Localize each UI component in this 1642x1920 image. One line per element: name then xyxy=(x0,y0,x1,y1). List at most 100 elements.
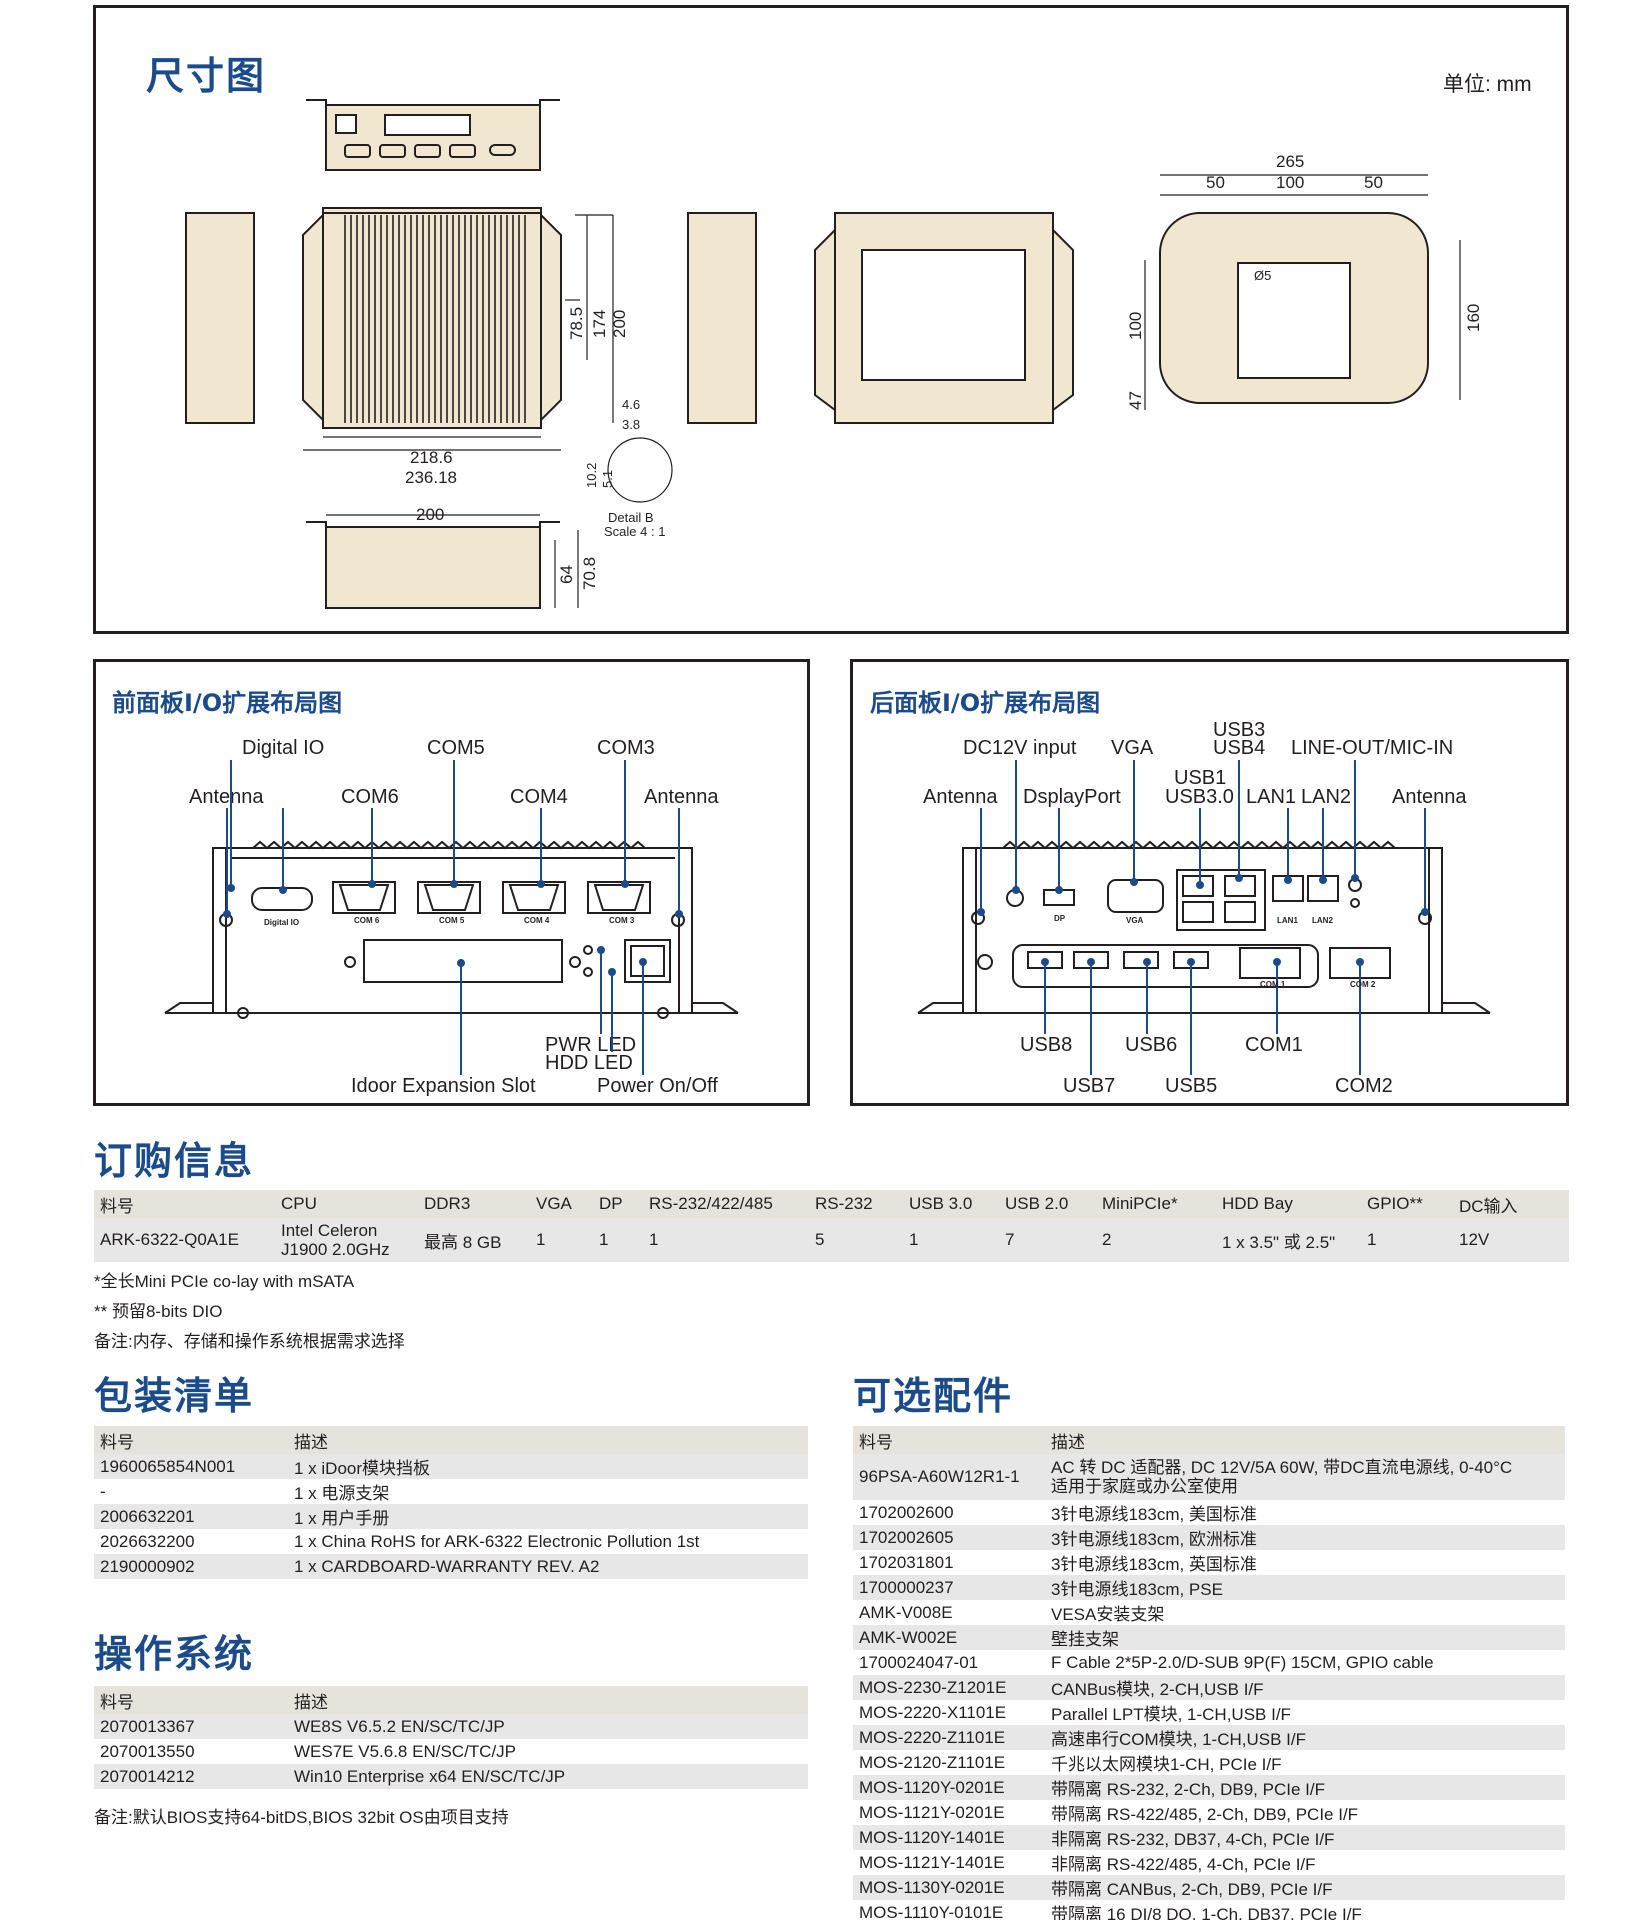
port-caption-lan1: LAN1 xyxy=(1277,916,1298,925)
packing-col-desc: 描述 xyxy=(288,1426,808,1454)
acc-part: MOS-1130Y-0201E xyxy=(853,1875,1045,1900)
acc-desc: 千兆以太网模块1-CH, PCIe I/F xyxy=(1045,1750,1565,1775)
col-hdd-bay: HDD Bay xyxy=(1216,1190,1361,1218)
acc-desc: 带隔离 CANBus, 2-Ch, DB9, PCIe I/F xyxy=(1045,1875,1565,1900)
port-caption-digital-io: Digital IO xyxy=(264,918,300,927)
port-caption-com5: COM 5 xyxy=(439,916,465,925)
cell-ddr3: 最高 8 GB xyxy=(424,1232,502,1252)
col-usb30: USB 3.0 xyxy=(903,1190,999,1218)
acc-part: MOS-2230-Z1201E xyxy=(853,1675,1045,1700)
os-desc: Win10 Enterprise x64 EN/SC/TC/JP xyxy=(288,1764,808,1789)
ordering-note-2: ** 预留8-bits DIO xyxy=(94,1302,223,1321)
os-desc: WES7E V5.6.8 EN/SC/TC/JP xyxy=(288,1739,808,1764)
packing-title: 包装清单 xyxy=(94,1374,255,1418)
packing-desc: 1 x CARDBOARD-WARRANTY REV. A2 xyxy=(288,1554,808,1579)
port-caption-dp: DP xyxy=(1054,914,1066,923)
rear-panel-drawing xyxy=(917,760,1491,1075)
dimension-drawings xyxy=(185,99,1461,609)
label-antenna-left: Antenna xyxy=(189,786,264,808)
label-usb7: USB7 xyxy=(1063,1075,1116,1097)
col-rs232: RS-232 xyxy=(809,1190,903,1218)
table-row: 96PSA-A60W12R1-1 AC 转 DC 适配器, DC 12V/5A … xyxy=(853,1454,1565,1500)
os-desc: WE8S V6.5.2 EN/SC/TC/JP xyxy=(288,1714,808,1739)
cell-minipcie: 2 xyxy=(1102,1230,1112,1249)
dim-4-6: 4.6 xyxy=(622,397,641,412)
label-com1: COM1 xyxy=(1245,1034,1303,1056)
cell-dp: 1 xyxy=(599,1230,609,1249)
acc-part: MOS-1120Y-0201E xyxy=(853,1775,1045,1800)
label-com5: COM5 xyxy=(427,737,485,759)
acc-part: AMK-W002E xyxy=(853,1625,1045,1650)
acc-desc: 非隔离 RS-422/485, 4-Ch, PCIe I/F xyxy=(1045,1850,1565,1875)
port-caption-vga: VGA xyxy=(1126,916,1144,925)
label-usb4: USB4 xyxy=(1213,737,1266,759)
dim-265: 265 xyxy=(1276,152,1305,171)
label-dc12v: DC12V input xyxy=(963,737,1077,759)
unit-label: 单位: mm xyxy=(1443,73,1532,96)
cell-usb20: 7 xyxy=(1005,1230,1015,1249)
dim-50-right: 50 xyxy=(1364,173,1383,192)
label-pwr-led: PWR LED xyxy=(545,1034,637,1056)
dim-218-6: 218.6 xyxy=(410,448,453,467)
acc-part: AMK-V008E xyxy=(853,1600,1045,1625)
label-antenna-left-rear: Antenna xyxy=(923,786,998,808)
acc-part: MOS-1120Y-1401E xyxy=(853,1825,1045,1850)
label-usb1: USB1 xyxy=(1174,767,1227,789)
acc-part: MOS-1121Y-1401E xyxy=(853,1850,1045,1875)
os-col-part: 料号 xyxy=(94,1686,288,1714)
ordering-title: 订购信息 xyxy=(94,1139,255,1183)
os-col-desc: 描述 xyxy=(288,1686,808,1714)
col-cpu: CPU xyxy=(275,1190,418,1218)
os-part: 2070014212 xyxy=(94,1764,288,1789)
packing-desc: 1 x 电源支架 xyxy=(288,1479,808,1504)
acc-desc: 非隔离 RS-232, DB37, 4-Ch, PCIe I/F xyxy=(1045,1825,1565,1850)
label-displayport: DsplayPort xyxy=(1023,786,1121,808)
label-com6: COM6 xyxy=(341,786,399,808)
col-rs232-422-485: RS-232/422/485 xyxy=(643,1190,809,1218)
cell-cpu-line2: J1900 2.0GHz xyxy=(281,1240,390,1259)
acc-part: 1700000237 xyxy=(853,1575,1045,1600)
acc-desc: 3针电源线183cm, 欧洲标准 xyxy=(1045,1525,1565,1550)
packing-desc: 1 x China RoHS for ARK-6322 Electronic P… xyxy=(288,1529,808,1554)
acc-col-part: 料号 xyxy=(853,1426,1045,1454)
acc-part: MOS-2220-X1101E xyxy=(853,1700,1045,1725)
cell-vga: 1 xyxy=(536,1230,546,1249)
dim-phi5: Ø5 xyxy=(1254,268,1272,283)
rear-panel-title: 后面板I/O扩展布局图 xyxy=(870,689,1101,717)
acc-part: MOS-2120-Z1101E xyxy=(853,1750,1045,1775)
os-part: 2070013550 xyxy=(94,1739,288,1764)
acc-desc: CANBus模块, 2-CH,USB I/F xyxy=(1045,1675,1565,1700)
acc-desc-line1: AC 转 DC 适配器, DC 12V/5A 60W, 带DC直流电源线, 0-… xyxy=(1051,1458,1513,1477)
label-digital-io: Digital IO xyxy=(242,737,325,759)
port-caption-com3: COM 3 xyxy=(609,916,635,925)
label-com2: COM2 xyxy=(1335,1075,1393,1097)
port-caption-com6: COM 6 xyxy=(354,916,380,925)
port-caption-com2: COM 2 xyxy=(1350,980,1376,989)
dim-3-8: 3.8 xyxy=(622,417,641,432)
acc-desc: 3针电源线183cm, 英国标准 xyxy=(1045,1550,1565,1575)
label-usb8: USB8 xyxy=(1020,1034,1073,1056)
os-title: 操作系统 xyxy=(94,1632,255,1676)
packing-part: 1960065854N001 xyxy=(94,1454,288,1479)
acc-desc: 带隔离 RS-232, 2-Ch, DB9, PCIe I/F xyxy=(1045,1775,1565,1800)
label-hdd-led: HDD LED xyxy=(545,1052,633,1074)
acc-desc: Parallel LPT模块, 1-CH,USB I/F xyxy=(1045,1700,1565,1725)
cell-usb30: 1 xyxy=(909,1230,919,1249)
label-com3: COM3 xyxy=(597,737,655,759)
port-caption-lan2: LAN2 xyxy=(1312,916,1333,925)
os-note: 备注:默认BIOS支持64-bitDS,BIOS 32bit OS由项目支持 xyxy=(94,1808,509,1827)
col-dc-input: DC输入 xyxy=(1453,1190,1569,1218)
